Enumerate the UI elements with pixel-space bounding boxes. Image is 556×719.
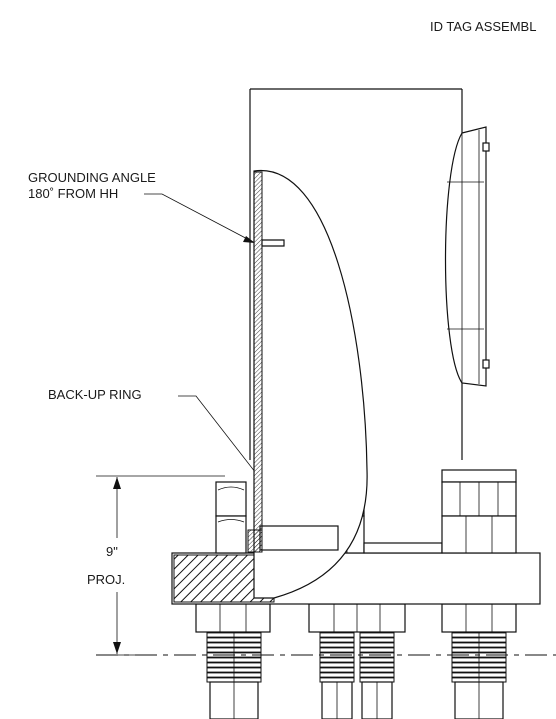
grounding-angle	[247, 171, 285, 553]
id-tag-assembly	[444, 126, 490, 387]
tag-bolt-bottom	[482, 359, 490, 369]
projection-unit-label: PROJ.	[87, 572, 125, 587]
id-tag-label: ID TAG ASSEMBL	[430, 19, 536, 34]
grounding-angle-leader	[144, 193, 256, 244]
tag-bolt-top	[482, 142, 490, 152]
dimension-arrow-bottom	[113, 642, 121, 654]
upper-nut-left	[215, 481, 247, 554]
lower-stud-right	[441, 603, 517, 719]
grounding-angle-position-label: 180˚ FROM HH	[28, 186, 118, 201]
spacer-bar	[363, 542, 443, 554]
lower-nut-middle	[308, 603, 406, 633]
back-up-ring-label: BACK-UP RING	[48, 387, 142, 402]
upper-nut-right	[441, 469, 517, 554]
flange-plate	[171, 552, 541, 605]
body-housing	[249, 88, 463, 460]
lower-stud-middle-a	[319, 631, 355, 719]
grounding-angle-label: GROUNDING ANGLE	[28, 170, 156, 185]
back-up-ring	[259, 525, 339, 551]
half-cover	[253, 170, 368, 599]
projection-value-label: 9"	[106, 544, 118, 559]
lower-stud-left	[195, 603, 271, 719]
lower-stud-middle-b	[359, 631, 395, 719]
dimension-arrow-top	[113, 477, 121, 489]
